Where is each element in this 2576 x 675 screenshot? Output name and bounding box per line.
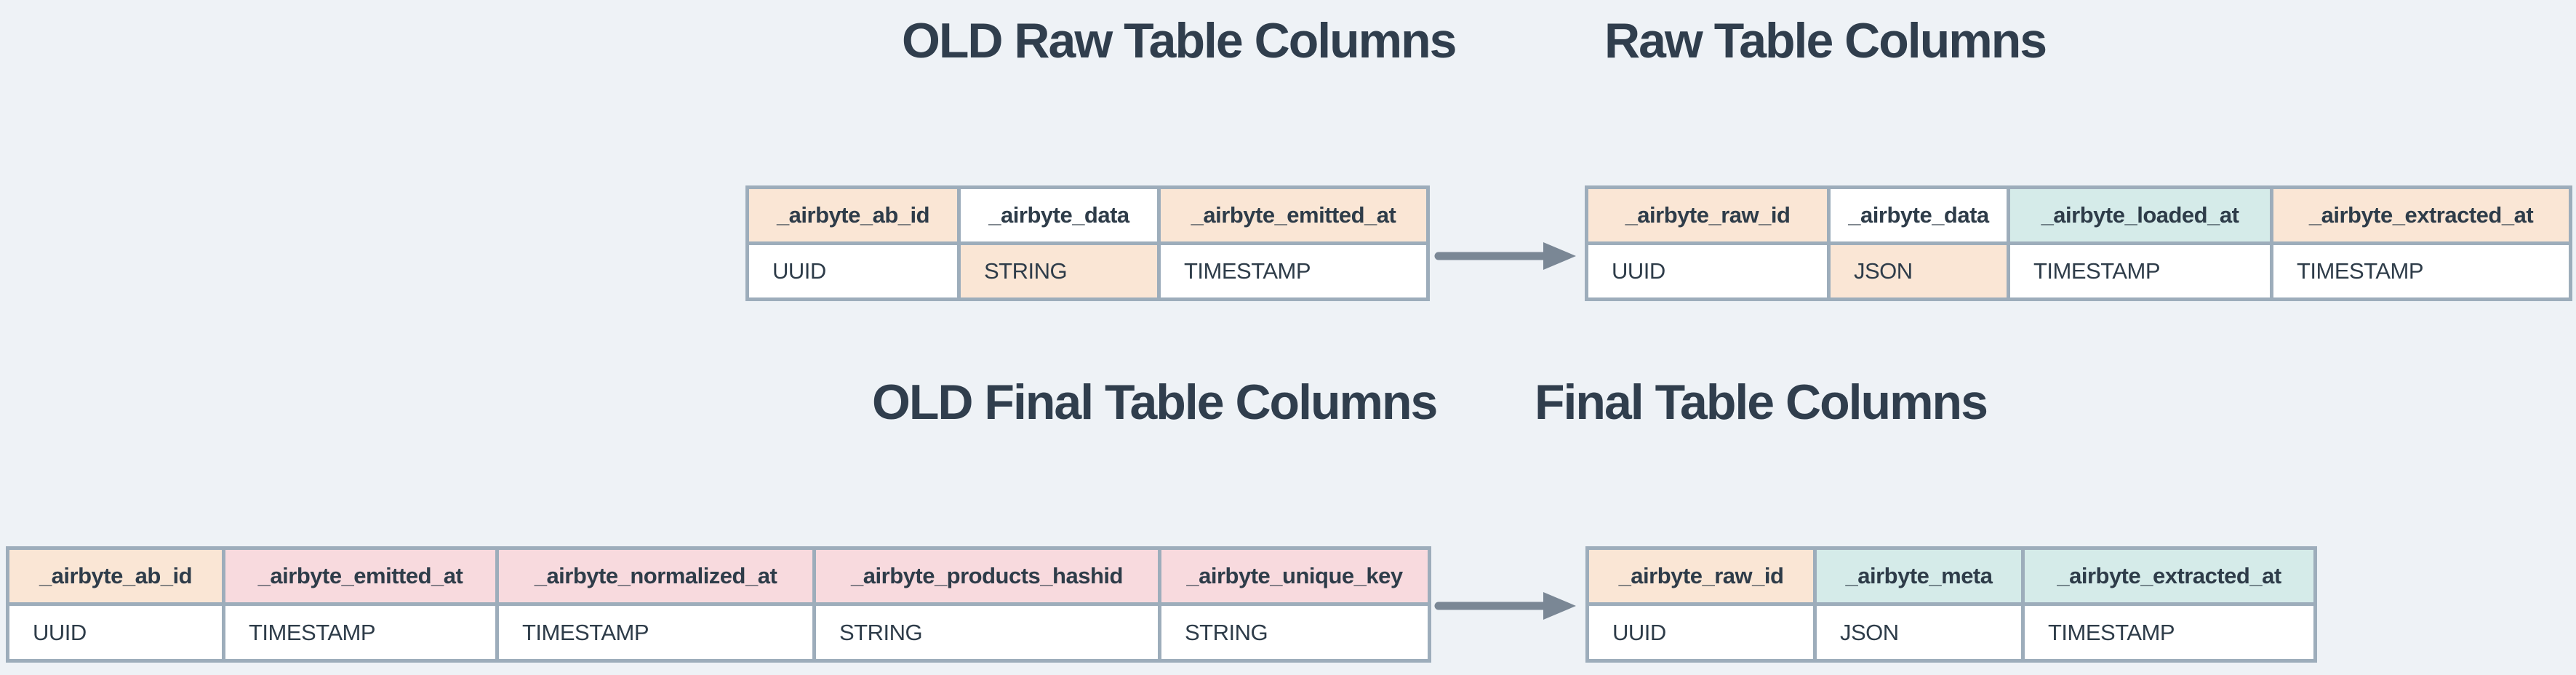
column-type-cell: UUID bbox=[1588, 245, 1827, 297]
column-type-cell: STRING bbox=[816, 606, 1158, 659]
final-table: _airbyte_raw_id _airbyte_meta _airbyte_e… bbox=[1585, 546, 2317, 663]
column-name-cell: _airbyte_raw_id bbox=[1589, 550, 1813, 602]
column-name-cell: _airbyte_extracted_at bbox=[2025, 550, 2313, 602]
column-name-cell: _airbyte_data bbox=[1831, 189, 2007, 241]
column-name-cell: _airbyte_ab_id bbox=[749, 189, 957, 241]
migration-arrow-icon bbox=[1434, 592, 1576, 620]
column-name-cell: _airbyte_raw_id bbox=[1588, 189, 1827, 241]
old-final-table-title: OLD Final Table Columns bbox=[872, 375, 1438, 430]
column-type-cell: STRING bbox=[961, 245, 1157, 297]
column-name-cell: _airbyte_meta bbox=[1817, 550, 2021, 602]
column-type-cell: TIMESTAMP bbox=[499, 606, 812, 659]
column-type-cell: STRING bbox=[1161, 606, 1428, 659]
column-name-cell: _airbyte_products_hashid bbox=[816, 550, 1158, 602]
column-name-cell: _airbyte_loaded_at bbox=[2010, 189, 2270, 241]
raw-table-title: Raw Table Columns bbox=[1604, 13, 2047, 68]
column-type-cell: UUID bbox=[749, 245, 957, 297]
migration-arrow-icon bbox=[1434, 242, 1576, 270]
column-name-cell: _airbyte_ab_id bbox=[9, 550, 222, 602]
raw-table: _airbyte_raw_id _airbyte_data _airbyte_l… bbox=[1585, 185, 2572, 301]
column-type-cell: UUID bbox=[9, 606, 222, 659]
column-type-cell: TIMESTAMP bbox=[2010, 245, 2270, 297]
column-type-cell: TIMESTAMP bbox=[225, 606, 495, 659]
column-name-cell: _airbyte_extracted_at bbox=[2273, 189, 2569, 241]
column-type-cell: TIMESTAMP bbox=[1161, 245, 1426, 297]
column-type-cell: JSON bbox=[1817, 606, 2021, 659]
column-type-cell: TIMESTAMP bbox=[2025, 606, 2313, 659]
final-table-title: Final Table Columns bbox=[1535, 375, 1988, 430]
column-name-cell: _airbyte_emitted_at bbox=[225, 550, 495, 602]
column-name-cell: _airbyte_emitted_at bbox=[1161, 189, 1426, 241]
column-name-cell: _airbyte_unique_key bbox=[1161, 550, 1428, 602]
column-type-cell: UUID bbox=[1589, 606, 1813, 659]
old-final-table: _airbyte_ab_id _airbyte_emitted_at _airb… bbox=[6, 546, 1431, 663]
column-type-cell: JSON bbox=[1831, 245, 2007, 297]
old-raw-table-title: OLD Raw Table Columns bbox=[902, 13, 1457, 68]
old-raw-table: _airbyte_ab_id _airbyte_data _airbyte_em… bbox=[745, 185, 1430, 301]
column-name-cell: _airbyte_normalized_at bbox=[499, 550, 812, 602]
column-type-cell: TIMESTAMP bbox=[2273, 245, 2569, 297]
column-name-cell: _airbyte_data bbox=[961, 189, 1157, 241]
